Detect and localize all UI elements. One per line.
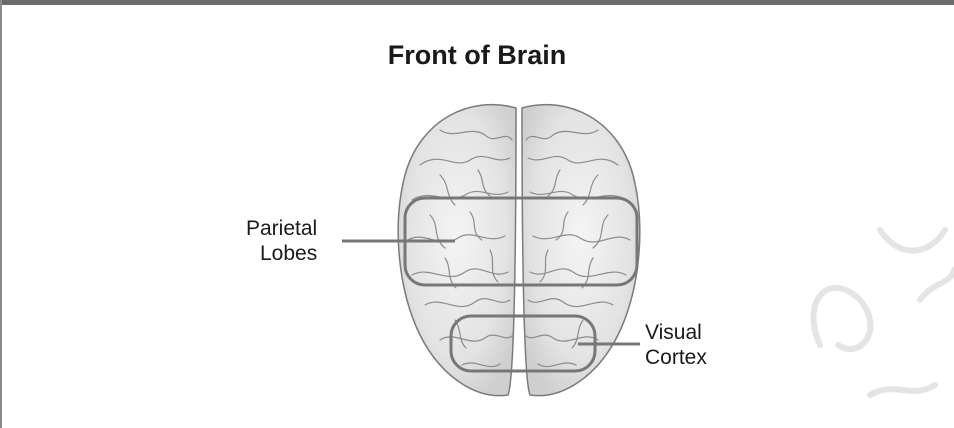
watermark	[0, 0, 954, 428]
